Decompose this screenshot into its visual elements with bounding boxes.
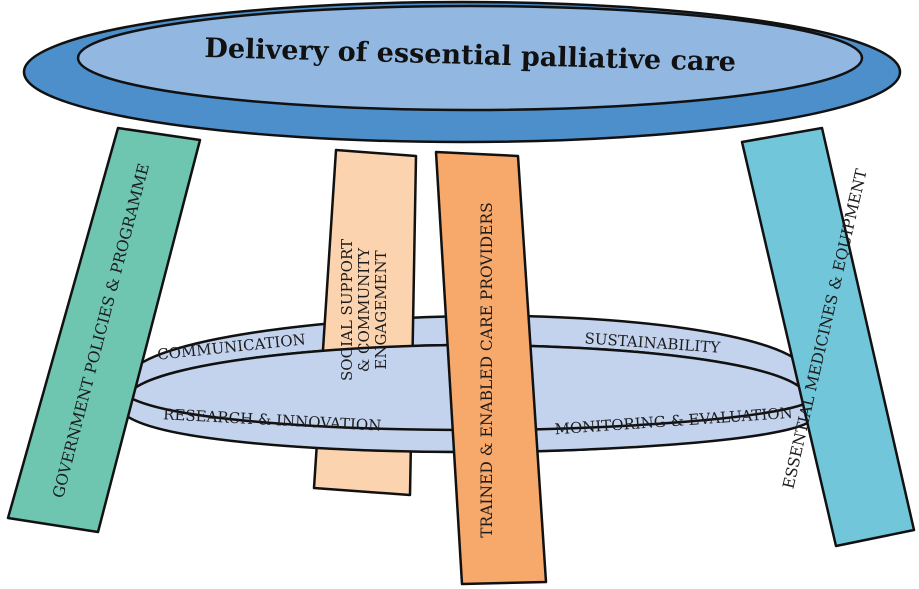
leg-medicines [740,126,916,548]
leg-label-care-providers: TRAINED & ENABLED CARE PROVIDERS [478,202,496,538]
leg-government [6,126,202,534]
seat-inner [76,4,864,112]
leg-care-providers [434,150,548,586]
social-line-2: & COMMUNITY [355,247,373,372]
social-line-1: SOCIAL SUPPORT [338,239,356,381]
leg-label-social-support: SOCIAL SUPPORT & COMMUNITY ENGAGEMENT [338,239,390,381]
social-line-3: ENGAGEMENT [372,250,390,369]
